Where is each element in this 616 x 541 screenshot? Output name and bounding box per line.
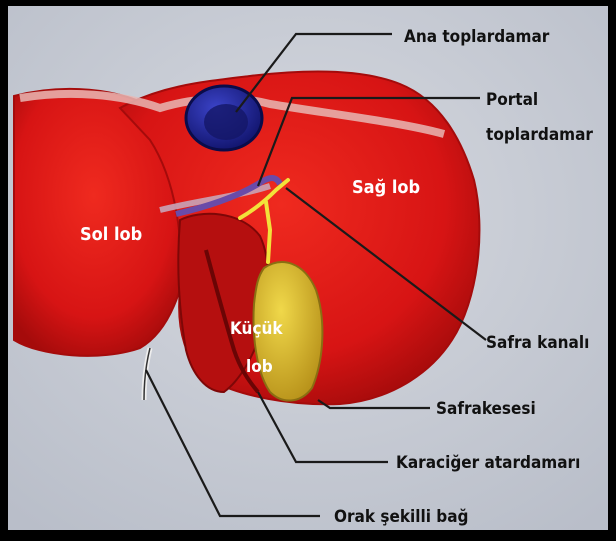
- label-sag-lob: Sağ lob: [352, 177, 420, 198]
- label-ana-toplardamar: Ana toplardamar: [404, 27, 550, 47]
- label-kucuk-line1: Küçük: [230, 319, 283, 339]
- label-portal-line2: toplardamar: [486, 125, 593, 145]
- label-kucuk-line2: lob: [246, 357, 273, 377]
- label-safrakesesi: Safrakesesi: [436, 399, 536, 419]
- label-orak-sekilli-bag: Orak şekilli bağ: [334, 507, 469, 527]
- label-safra-kanali: Safra kanalı: [486, 333, 589, 353]
- label-karaciger-atardamari: Karaciğer atardamarı: [396, 453, 580, 473]
- label-portal-line1: Portal: [486, 90, 538, 110]
- vena-cava-lumen: [204, 104, 248, 140]
- label-sol-lob: Sol lob: [80, 224, 142, 245]
